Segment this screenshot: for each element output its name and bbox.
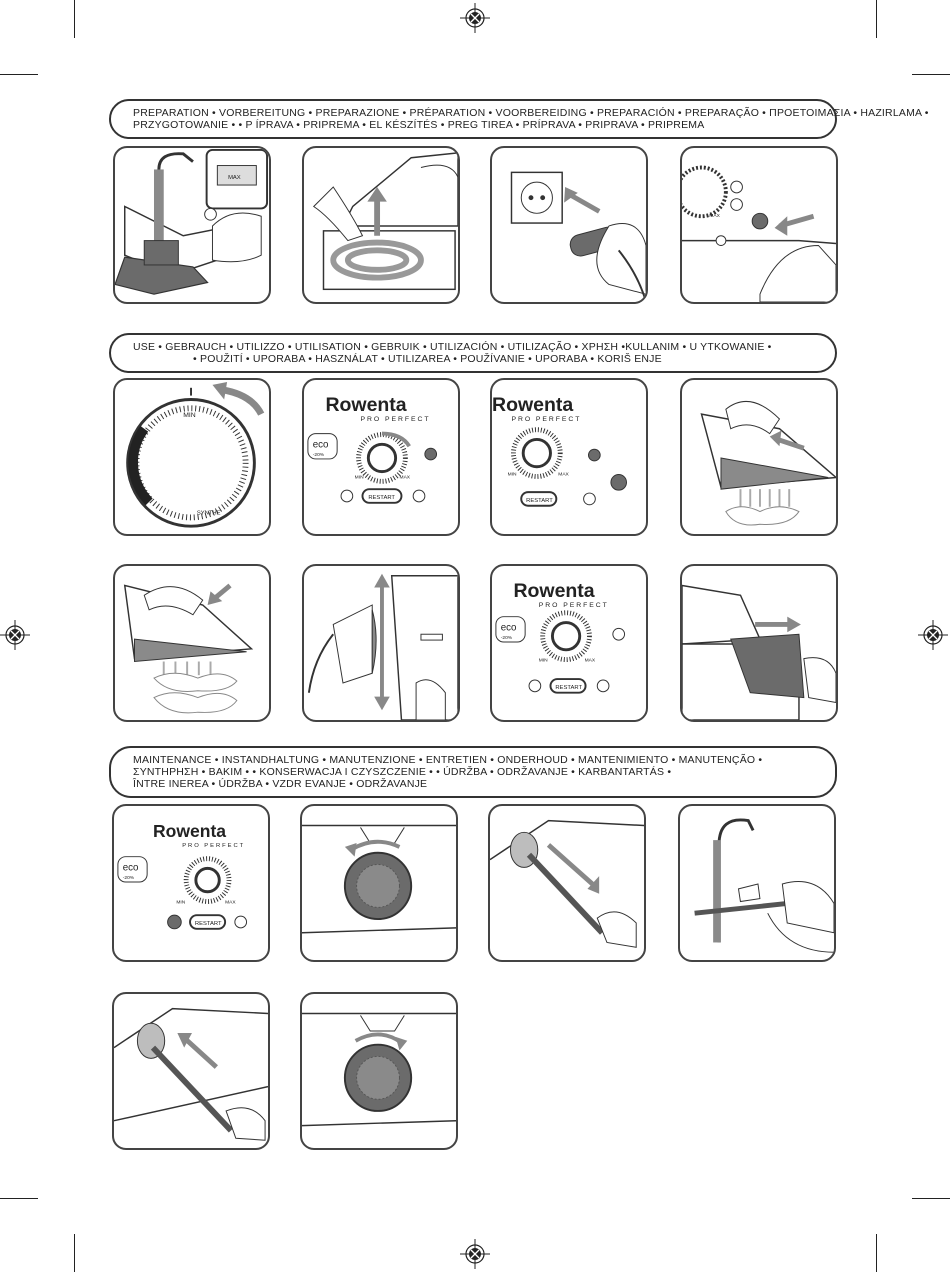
steam-trigger-illustration — [700, 401, 836, 526]
max-label: MAX — [709, 213, 720, 219]
min-label: MIN — [176, 899, 185, 905]
registration-mark-icon — [460, 3, 490, 33]
max-label: MAX — [228, 175, 241, 181]
unwind-cord-illustration — [312, 152, 458, 291]
eco-label: eco — [501, 622, 517, 633]
lights-off-illustration: Rowenta PRO PERFECT eco -20% RESTART MIN… — [495, 580, 626, 694]
use-header: USE • GEBRAUCH • UTILIZZO • UTILISATION … — [109, 333, 837, 373]
plug-in-illustration — [510, 171, 646, 302]
eco-label: eco — [123, 862, 139, 873]
use-step-remove-tank — [680, 564, 838, 722]
use-title-line1: USE • GEBRAUCH • UTILIZZO • UTILISATION … — [133, 341, 772, 353]
eco-saving-label: -20% — [501, 635, 513, 641]
brand-logo: Rowenta — [153, 821, 226, 841]
crop-mark — [912, 74, 950, 75]
use-step-steam-trigger — [680, 378, 838, 536]
prep-step-unwind-cord — [302, 146, 460, 304]
crop-mark — [876, 1234, 877, 1272]
use-step-temperature-dial: MIN SYNTHE — [113, 378, 271, 536]
maintenance-header: MAINTENANCE • INSTANDHALTUNG • MANUTENZI… — [109, 746, 837, 798]
ready-light-illustration: Rowenta PRO PERFECT RESTART MIN MAX — [492, 394, 627, 507]
restart-label: RESTART — [526, 498, 553, 504]
crop-mark — [74, 1234, 75, 1272]
shot-of-steam-illustration — [123, 583, 254, 714]
model-label: PRO PERFECT — [511, 416, 581, 423]
rinse-rod-illustration — [694, 818, 834, 953]
use-step-ready-light: Rowenta PRO PERFECT RESTART MIN MAX — [490, 378, 648, 536]
max-label: MAX — [558, 472, 569, 478]
crop-mark — [912, 1198, 950, 1199]
eco-saving-label: -20% — [313, 452, 325, 458]
use-step-lights-off: Rowenta PRO PERFECT eco -20% RESTART MIN… — [490, 564, 648, 722]
registration-mark-icon — [918, 620, 948, 650]
maint-step-screw-cap — [300, 992, 458, 1150]
eco-label: eco — [313, 439, 329, 450]
maint-step-remove-rod — [488, 804, 646, 962]
crop-mark — [0, 1198, 38, 1199]
crop-mark — [876, 0, 877, 38]
model-label: PRO PERFECT — [361, 416, 431, 423]
use-step-set-dial: Rowenta PRO PERFECT eco -20% RESTART MIN… — [302, 378, 460, 536]
max-label: MAX — [225, 899, 236, 905]
preparation-header: PREPARATION • VORBEREITUNG • PREPARAZION… — [109, 99, 929, 139]
maintenance-title-line3: ÎNTRE INEREA • ÚDRŽBA • VZDR EVANJE • OD… — [133, 778, 428, 790]
use-step-vertical-steam — [302, 564, 460, 722]
maint-step-calc-light: Rowenta PRO PERFECT eco -20% RESTART MIN… — [112, 804, 270, 962]
insert-rod-illustration — [114, 1007, 268, 1141]
preparation-title-line1: PREPARATION • VORBEREITUNG • PREPARAZION… — [133, 107, 929, 119]
registration-mark-icon — [460, 1239, 490, 1269]
calc-light-illustration: Rowenta PRO PERFECT eco -20% RESTART MIN… — [117, 821, 248, 930]
brand-logo: Rowenta — [325, 394, 406, 416]
use-step-shot-of-steam — [113, 564, 271, 722]
temperature-dial-illustration: MIN SYNTHE — [126, 381, 265, 528]
max-label: MAX — [585, 658, 596, 664]
use-title-line2: • POUŽITÍ • UPORABA • HASZNÁLAT • UTILIZ… — [193, 353, 662, 365]
max-label: MAX — [400, 474, 411, 480]
press-on-illustration: MAX — [682, 165, 836, 302]
maint-step-insert-rod — [112, 992, 270, 1150]
eco-saving-label: -20% — [123, 875, 135, 881]
remove-rod-illustration — [490, 819, 644, 948]
crop-mark — [74, 0, 75, 38]
model-label: PRO PERFECT — [182, 843, 245, 849]
set-dial-illustration: Rowenta PRO PERFECT eco -20% RESTART MIN… — [307, 394, 438, 504]
maint-step-unscrew-cap — [300, 804, 458, 962]
brand-logo: Rowenta — [513, 580, 594, 602]
crop-mark — [0, 74, 38, 75]
registration-mark-icon — [0, 620, 30, 650]
remove-tank-illustration — [682, 584, 836, 720]
maintenance-title-line1: MAINTENANCE • INSTANDHALTUNG • MANUTENZI… — [133, 754, 763, 766]
maintenance-title-line2: ΣΥΝΤΗΡΗΣΗ • BAKIM • • KONSERWACJA I CZYS… — [133, 766, 672, 778]
unscrew-cap-illustration — [302, 824, 456, 934]
prep-step-plug-in — [490, 146, 648, 304]
dial-synth-label: SYNTHE — [197, 511, 221, 517]
fill-tank-illustration: MAX — [115, 148, 269, 295]
dial-min-label: MIN — [183, 412, 196, 419]
prep-step-press-on: MAX — [680, 146, 838, 304]
maint-step-rinse-rod — [678, 804, 836, 962]
restart-label: RESTART — [368, 495, 395, 501]
restart-label: RESTART — [195, 921, 222, 927]
brand-logo: Rowenta — [492, 394, 573, 416]
restart-label: RESTART — [555, 685, 582, 691]
screw-cap-illustration — [302, 1012, 456, 1127]
model-label: PRO PERFECT — [539, 602, 609, 609]
min-label: MIN — [539, 658, 548, 664]
min-label: MIN — [355, 474, 364, 480]
prep-step-fill-tank: MAX — [113, 146, 271, 304]
vertical-steam-illustration — [307, 573, 458, 720]
preparation-title-line2: PRZYGOTOWANIE • • P ÍPRAVA • PRIPREMA • … — [133, 119, 705, 131]
min-label: MIN — [508, 472, 517, 478]
